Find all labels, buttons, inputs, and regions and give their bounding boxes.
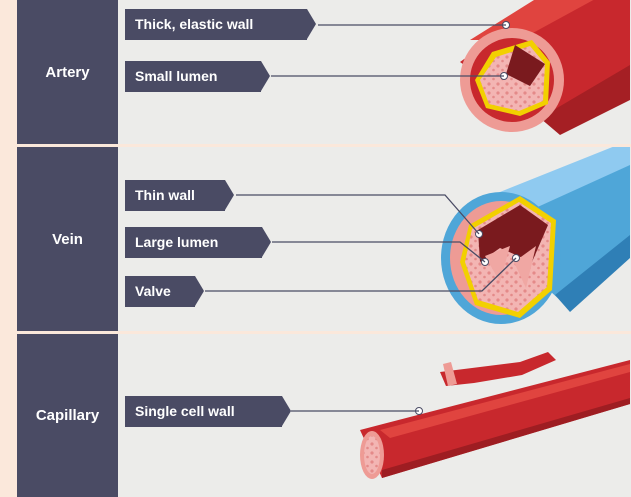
leader-thin-wall [236,195,479,234]
capillary-illustration [360,352,630,479]
vein-illustration [441,140,630,324]
artery-illustration [460,0,630,135]
